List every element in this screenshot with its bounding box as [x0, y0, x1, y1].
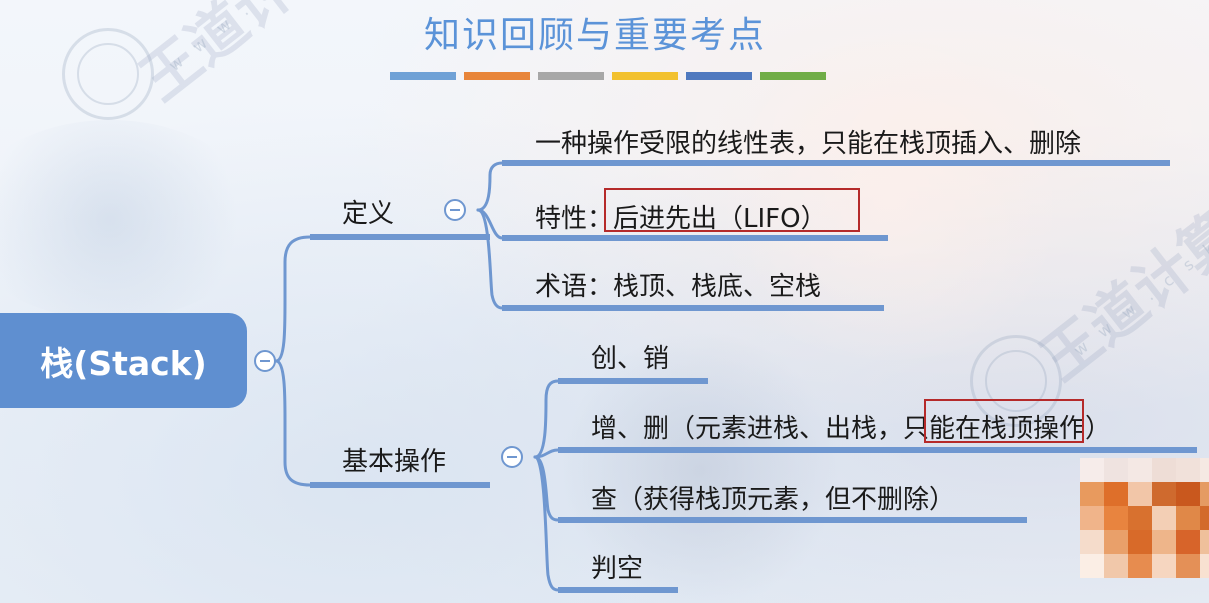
- mosaic-pixel: [1176, 482, 1200, 506]
- slide-title: 知识回顾与重要考点: [423, 15, 766, 56]
- color-bar-segment: [390, 72, 456, 80]
- definition-item-2-underline: [502, 235, 888, 241]
- operation-item-2[interactable]: 增、删（元素进栈、出栈，只能在栈顶操作）: [591, 408, 1111, 445]
- operation-item-2-prefix: 增、删（元素进栈、出栈，: [591, 414, 904, 444]
- connector-operations-4: [533, 455, 560, 592]
- operation-item-2-underline: [558, 447, 1197, 453]
- mosaic-pixel: [1080, 554, 1104, 578]
- definition-item-3[interactable]: 术语：栈顶、栈底、空栈: [535, 272, 822, 302]
- mosaic-pixel: [1128, 554, 1152, 578]
- operation-item-4[interactable]: 判空: [591, 554, 644, 584]
- connector-root-definition: [274, 235, 312, 363]
- connector-root-operations: [274, 359, 312, 487]
- mosaic-pixel: [1128, 482, 1152, 506]
- definition-item-2[interactable]: 特性：后进先出（LIFO）: [535, 198, 827, 235]
- operation-item-1[interactable]: 创、销: [591, 344, 670, 374]
- mosaic-pixel: [1152, 506, 1176, 530]
- mosaic-pixel: [1128, 458, 1152, 482]
- branch-underline-operations: [310, 482, 490, 488]
- mosaic-pixel: [1104, 482, 1128, 506]
- root-collapse-toggle[interactable]: [254, 350, 276, 372]
- definition-item-3-underline: [502, 305, 884, 311]
- operation-item-2-suffix: 操作）: [1033, 414, 1112, 444]
- mosaic-pixel: [1176, 554, 1200, 578]
- mosaic-pixel: [1104, 506, 1128, 530]
- color-bar-segment: [612, 72, 678, 80]
- operation-item-3-underline: [558, 517, 1027, 523]
- root-node[interactable]: 栈(Stack): [0, 313, 247, 408]
- watermark-seal: [62, 28, 154, 120]
- mosaic-pixel: [1104, 530, 1128, 554]
- connector-operations-1: [533, 379, 560, 459]
- color-bar-segment: [686, 72, 752, 80]
- mosaic-pixel: [1080, 506, 1104, 530]
- mosaic-pixel: [1080, 482, 1104, 506]
- mosaic-pixel: [1080, 458, 1104, 482]
- color-bar-segment: [538, 72, 604, 80]
- operation-item-3[interactable]: 查（获得栈顶元素，但不删除）: [591, 485, 956, 515]
- highlight-box-lifo: [604, 188, 860, 232]
- mosaic-pixel: [1104, 458, 1128, 482]
- branch-operations-label[interactable]: 基本操作: [342, 447, 447, 477]
- branch-underline-definition: [310, 234, 490, 240]
- definition-collapse-toggle[interactable]: [444, 199, 466, 221]
- mosaic-pixel: [1080, 530, 1104, 554]
- operation-item-4-underline: [558, 587, 678, 593]
- definition-item-1-underline: [502, 160, 1170, 166]
- mosaic-pixel: [1200, 458, 1209, 482]
- highlight-box-stack-top: [924, 399, 1084, 443]
- definition-item-2-prefix: 特性：: [535, 204, 614, 234]
- mosaic-pixel: [1152, 482, 1176, 506]
- background-shape: [0, 120, 260, 320]
- mosaic-pixel: [1200, 506, 1209, 530]
- mosaic-pixel: [1128, 530, 1152, 554]
- connector-definition-3: [476, 208, 504, 310]
- mosaic-pixel: [1152, 530, 1176, 554]
- mosaic-pixel: [1200, 554, 1209, 578]
- operations-collapse-toggle[interactable]: [501, 446, 523, 468]
- color-bar-segment: [464, 72, 530, 80]
- mosaic-pixel: [1104, 554, 1128, 578]
- mosaic-pixel: [1152, 554, 1176, 578]
- root-label: 栈(Stack): [40, 343, 207, 383]
- operation-item-1-underline: [558, 378, 708, 384]
- mosaic-pixel: [1200, 482, 1209, 506]
- mosaic-pixel: [1176, 530, 1200, 554]
- mosaic-pixel: [1152, 458, 1176, 482]
- mosaic-pixel: [1176, 458, 1200, 482]
- mosaic-pixel: [1200, 530, 1209, 554]
- branch-definition-label[interactable]: 定义: [342, 199, 395, 229]
- background-shape: [560, 330, 840, 603]
- watermark-seal: [970, 335, 1062, 427]
- definition-item-2-highlight: 后进先出（LIFO）: [613, 204, 827, 234]
- mosaic-pixel: [1176, 506, 1200, 530]
- mosaic-pixel: [1128, 506, 1152, 530]
- connector-definition-1: [476, 161, 504, 212]
- color-bar-segment: [760, 72, 826, 80]
- definition-item-1[interactable]: 一种操作受限的线性表，只能在栈顶插入、删除: [535, 129, 1082, 159]
- connector-operations-3: [533, 455, 560, 522]
